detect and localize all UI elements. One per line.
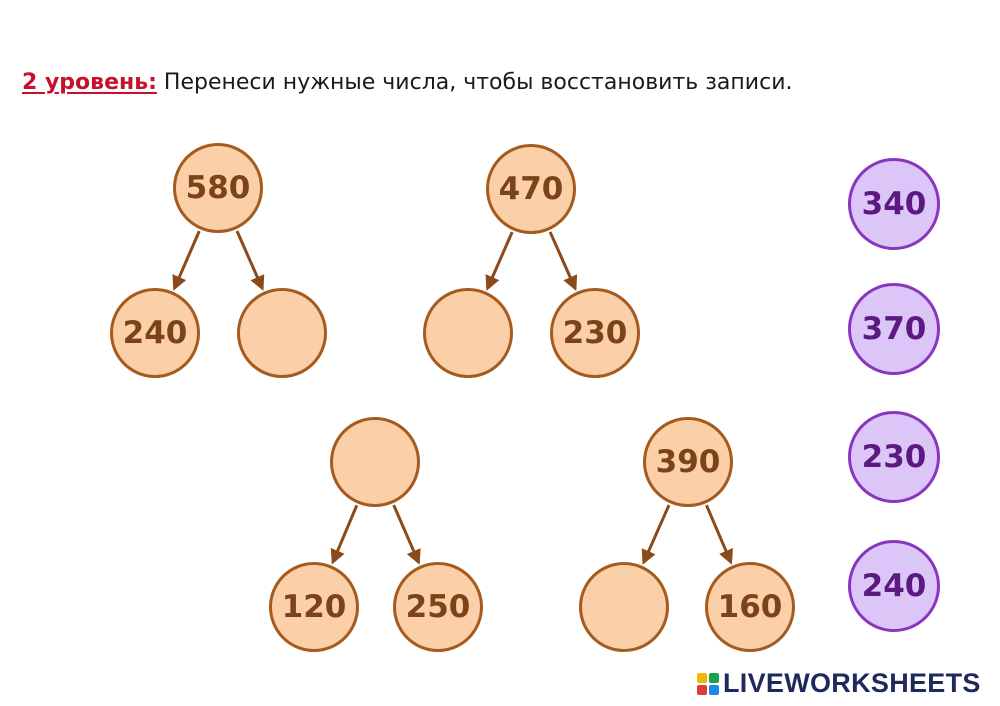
tree-4-top-node: 390 [643,417,733,507]
tree-2-left-drop-target[interactable] [423,288,513,378]
logo-square-3 [697,684,707,695]
tree-1-left-node: 240 [110,288,200,378]
tree-1-arrow-left [172,230,201,291]
answer-chip-2[interactable]: 370 [848,283,940,375]
tree-2-arrow-left [485,231,514,291]
tree-3-right-node: 250 [393,562,483,652]
logo-square-2 [709,672,719,683]
level-label: 2 уровень: [22,70,157,95]
tree-4-arrow-left [641,504,671,565]
brand-name: LIVEWORKSHEETS [723,668,981,698]
tree-3-left-node: 120 [269,562,359,652]
tree-1-right-drop-target[interactable] [237,288,327,378]
instruction-text: Перенеси нужные числа, чтобы восстановит… [163,70,793,95]
tree-1-top-node: 580 [173,143,263,233]
tree-2-arrow-right [548,231,578,291]
tree-2-right-node: 230 [550,288,640,378]
tree-4-right-node: 160 [705,562,795,652]
tree-3-top-drop-target[interactable] [330,417,420,507]
tree-1-arrow-right [235,230,265,291]
task-instruction: 2 уровень: Перенеси нужные числа, чтобы … [22,70,792,95]
answer-chip-4[interactable]: 240 [848,540,940,632]
tree-3-arrow-right [392,504,421,565]
liveworksheets-logo: LIVEWORKSHEETS [697,668,981,699]
answer-chip-3[interactable]: 230 [848,411,940,503]
tree-4-left-drop-target[interactable] [579,562,669,652]
logo-square-1 [697,672,707,683]
answer-chip-1[interactable]: 340 [848,158,940,250]
liveworksheets-logo-icon [697,672,719,695]
tree-4-arrow-right [705,504,733,565]
logo-square-4 [709,684,719,695]
tree-3-arrow-left [330,504,359,565]
tree-2-top-node: 470 [486,144,576,234]
